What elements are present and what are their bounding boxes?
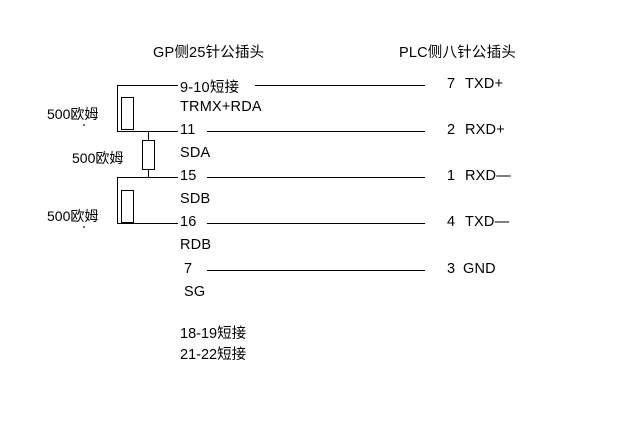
plc-side-title: PLC侧八针公插头 <box>399 45 517 61</box>
plc-pin-3: 1 <box>447 168 456 184</box>
resistor-1-label: 500欧姆 <box>47 106 99 122</box>
gp-pin-4: 16 <box>180 214 197 230</box>
plc-pin-1: 7 <box>447 76 456 92</box>
artifact-dot-1 <box>83 124 85 126</box>
gp-signal-4: RDB <box>180 237 212 253</box>
wire-r3-left-rail <box>117 177 118 223</box>
wire-row-2 <box>207 131 425 132</box>
gp-pin-3: 15 <box>180 168 197 184</box>
gp-side-title: GP侧25针公插头 <box>153 45 265 61</box>
wire-row-1 <box>255 85 425 86</box>
gp-pin-1: 9-10短接 <box>180 80 240 96</box>
wire-row-3 <box>207 177 425 178</box>
plc-signal-1: TXD+ <box>465 76 504 92</box>
gp-pin-5: 7 <box>184 261 193 277</box>
artifact-dot-2 <box>83 226 85 228</box>
gp-signal-3: SDB <box>180 191 211 207</box>
wire-r1-left-rail <box>117 85 118 131</box>
plc-signal-4: TXD— <box>465 214 510 230</box>
plc-signal-2: RXD+ <box>465 122 505 138</box>
plc-signal-3: RXD— <box>465 168 511 184</box>
gp-signal-5: SG <box>184 284 206 300</box>
resistor-2-body <box>142 140 155 170</box>
plc-pin-2: 2 <box>447 122 456 138</box>
note-line-1: 18-19短接 <box>180 326 247 342</box>
gp-signal-1: TRMX+RDA <box>180 99 262 115</box>
wire-r3-top-stub <box>117 177 178 178</box>
wire-r1-top-stub <box>117 85 178 86</box>
resistor-3-label: 500欧姆 <box>47 208 99 224</box>
gp-pin-2: 11 <box>180 122 196 138</box>
gp-signal-2: SDA <box>180 145 211 161</box>
wire-row-4 <box>207 223 425 224</box>
wire-r1-bottom-stub <box>117 131 178 132</box>
plc-pin-4: 4 <box>447 214 456 230</box>
note-line-2: 21-22短接 <box>180 347 247 363</box>
wire-row-5 <box>207 270 425 271</box>
plc-pin-5: 3 <box>447 261 456 277</box>
resistor-3-body <box>121 190 134 223</box>
resistor-2-label: 500欧姆 <box>72 150 124 166</box>
wire-r3-bottom-stub <box>117 223 178 224</box>
plc-signal-5: GND <box>463 261 496 277</box>
resistor-1-body <box>121 97 134 130</box>
